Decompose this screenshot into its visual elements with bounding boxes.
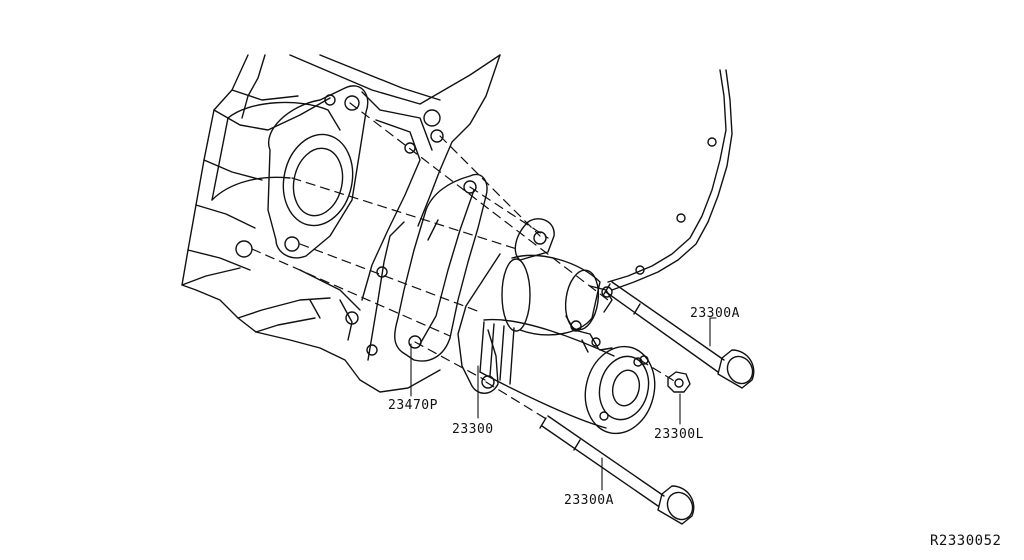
bolt-lower [539, 415, 695, 525]
nut [667, 371, 691, 393]
callout-label-starter-assembly: 23300 [452, 422, 494, 437]
leader-lines [410, 317, 717, 491]
starter-motor [457, 218, 656, 435]
transmission-housing [181, 54, 501, 393]
bolt-upper [603, 281, 755, 389]
callout-label-bolt-upper: 23300A [690, 306, 740, 321]
bell-housing-outline [607, 69, 733, 291]
callout-label-gasket-plate: 23470P [388, 398, 438, 413]
alignment-lines [251, 102, 677, 421]
callout-label-nut: 23300L [654, 427, 704, 442]
reference-code: R2330052 [930, 533, 1002, 549]
adapter-plate [366, 173, 488, 362]
callout-label-bolt-lower: 23300A [564, 493, 614, 508]
